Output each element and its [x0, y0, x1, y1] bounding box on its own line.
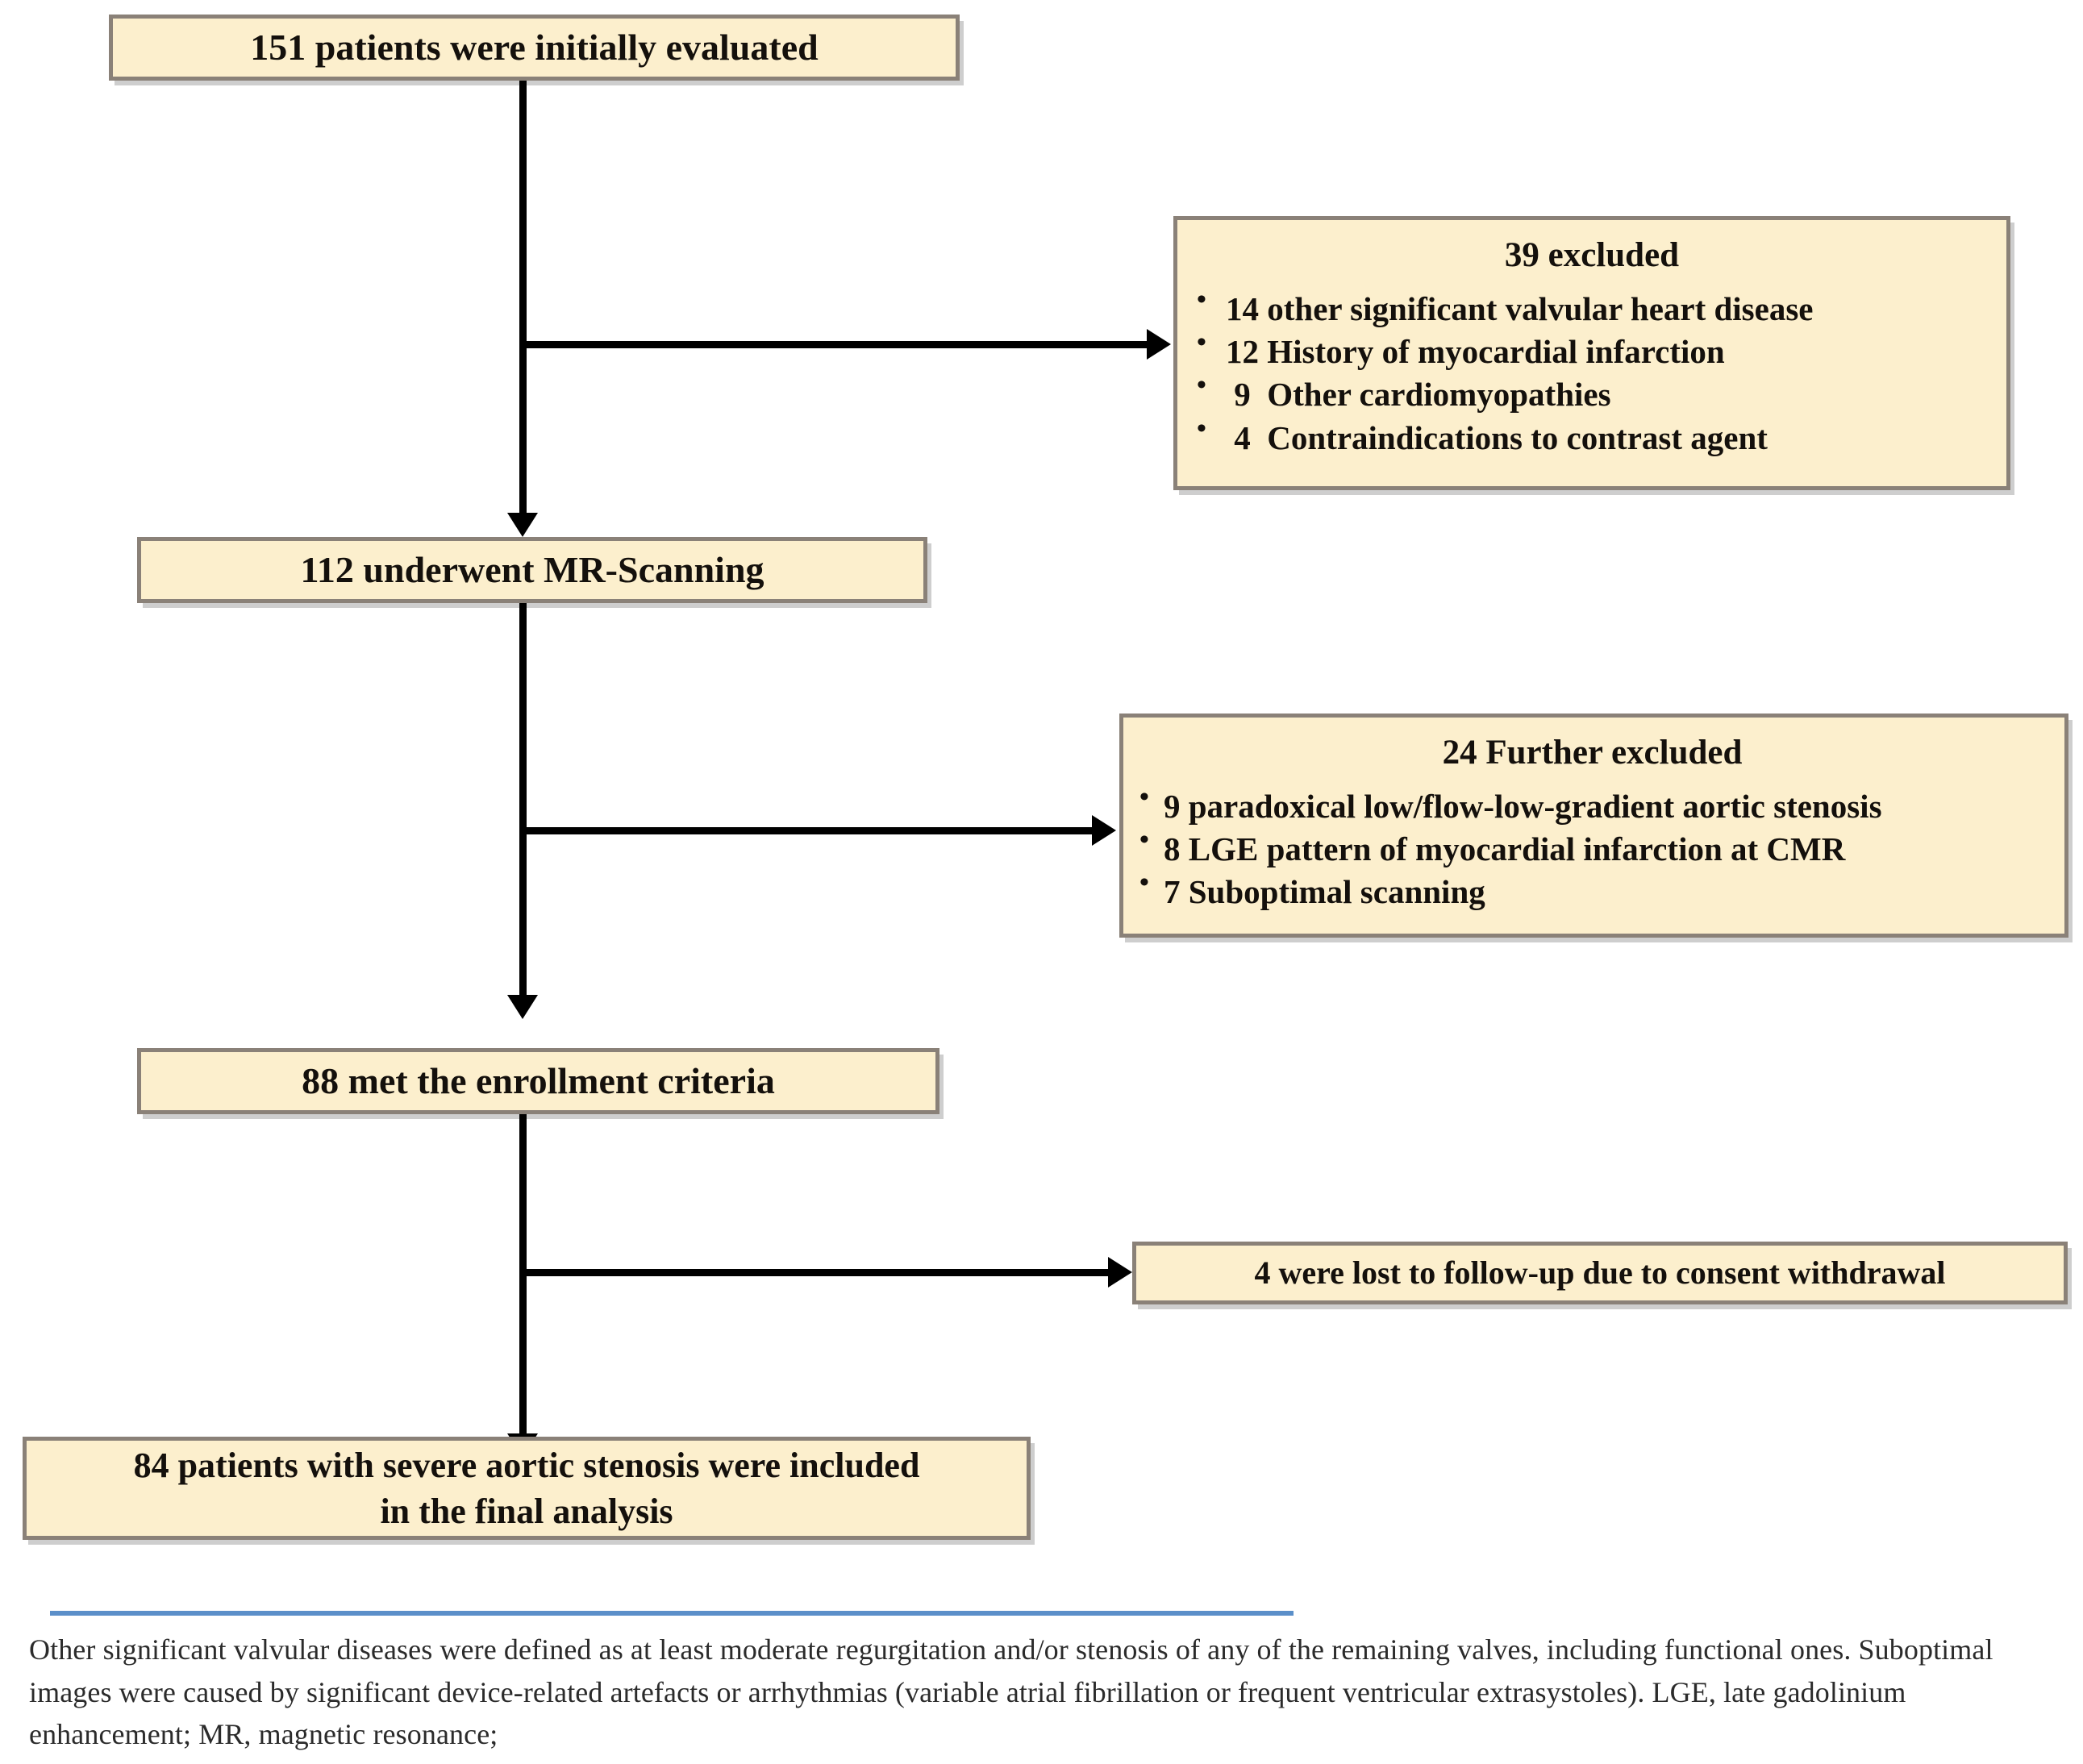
- list-item: 12 History of myocardial infarction: [1189, 329, 1995, 373]
- node-met-enrollment-criteria: 88 met the enrollment criteria: [137, 1048, 939, 1114]
- list-item: 14 other significant valvular heart dise…: [1189, 286, 1995, 331]
- node-met-enrollment-criteria-label: 88 met the enrollment criteria: [302, 1060, 775, 1102]
- connector-trunk-1: [519, 81, 527, 516]
- arrow-into-enrolled: [507, 995, 538, 1019]
- node-lost-to-followup-label: 4 were lost to follow-up due to consent …: [1254, 1254, 1946, 1291]
- node-initial-evaluated: 151 patients were initially evaluated: [109, 15, 960, 81]
- node-underwent-scanning-label: 112 underwent MR-Scanning: [300, 549, 764, 591]
- arrow-into-excluded-second: [1092, 815, 1116, 846]
- arrow-into-excluded-1: [1147, 329, 1171, 360]
- footnote-divider: [50, 1611, 1294, 1616]
- list-item: 4 Contraindications to contrast agent: [1189, 415, 1995, 460]
- node-initial-evaluated-label: 151 patients were initially evaluated: [250, 27, 819, 69]
- list-item: 9 paradoxical low/flow-low-gradient aort…: [1131, 784, 2053, 828]
- node-final-analysis: 84 patients with severe aortic stenosis …: [23, 1437, 1031, 1540]
- node-excluded-second-title: 24 Further excluded: [1442, 734, 1743, 772]
- node-final-analysis-line1: 84 patients with severe aortic stenosis …: [133, 1445, 920, 1485]
- node-excluded-first: 39 excluded 14 other significant valvula…: [1173, 216, 2010, 490]
- connector-trunk-2: [519, 603, 527, 998]
- arrow-into-scanned: [507, 513, 538, 537]
- connector-branch-1: [523, 341, 1160, 348]
- node-lost-to-followup: 4 were lost to follow-up due to consent …: [1132, 1242, 2068, 1304]
- node-excluded-second-list: 9 paradoxical low/flow-low-gradient aort…: [1131, 784, 2053, 914]
- footnote-text: Other significant valvular diseases were…: [29, 1633, 1993, 1751]
- list-item: 8 LGE pattern of myocardial infarction a…: [1131, 826, 2053, 871]
- list-item: 7 Suboptimal scanning: [1131, 869, 2053, 913]
- arrow-into-lost-followup: [1108, 1257, 1132, 1288]
- node-underwent-scanning: 112 underwent MR-Scanning: [137, 537, 927, 603]
- node-excluded-second: 24 Further excluded 9 paradoxical low/fl…: [1119, 714, 2068, 938]
- node-final-analysis-line2: in the final analysis: [380, 1491, 673, 1531]
- node-excluded-first-list: 14 other significant valvular heart dise…: [1189, 286, 1995, 460]
- list-item: 9 Other cardiomyopathies: [1189, 372, 1995, 416]
- node-excluded-first-title: 39 excluded: [1504, 236, 1680, 274]
- connector-branch-2: [523, 827, 1105, 834]
- connector-branch-3: [523, 1269, 1121, 1276]
